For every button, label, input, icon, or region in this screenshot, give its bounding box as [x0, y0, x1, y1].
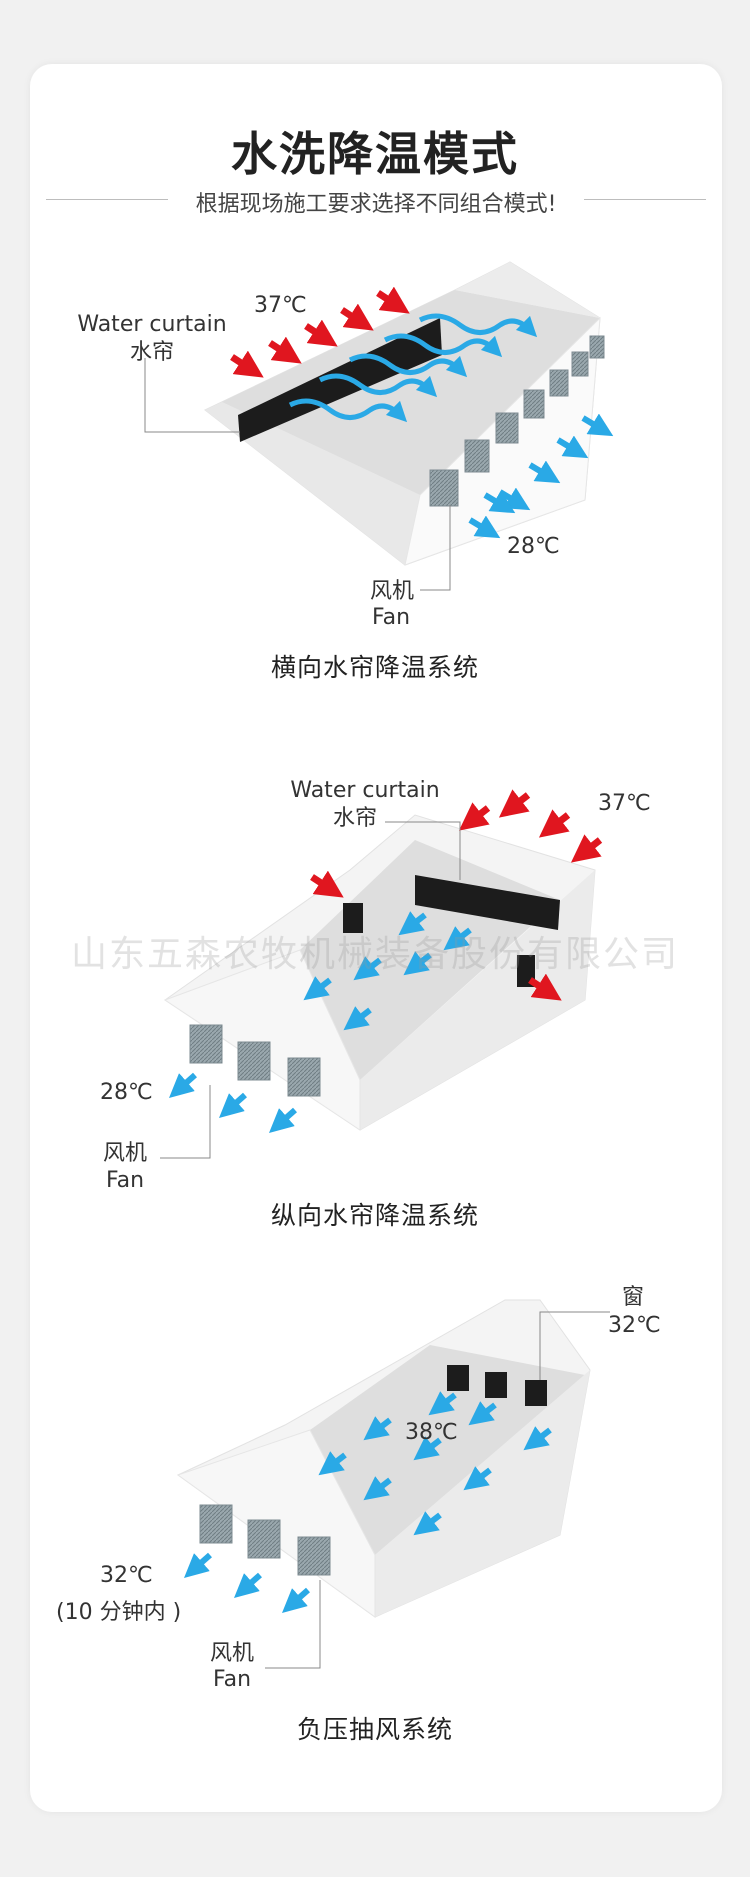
water-curtain-label-cn-1: 水帘	[129, 340, 174, 365]
fans-row-3	[199, 1504, 331, 1576]
fan-label-en-3: Fan	[213, 1667, 252, 1692]
temp-out-note: (10 分钟内 )	[56, 1600, 182, 1625]
cool-air-waves-1	[288, 313, 538, 423]
caption-2: 纵向水帘降温系统	[270, 1201, 479, 1230]
fans-row-1	[429, 335, 605, 507]
window-label: 窗	[622, 1285, 645, 1310]
exhaust-arrows-1	[468, 413, 614, 539]
hot-air-arrows-1	[230, 286, 410, 378]
temp-inside: 38℃	[405, 1420, 458, 1445]
fan-label-cn-2: 风机	[103, 1141, 148, 1166]
subtitle: 根据现场施工要求选择不同组合模式!	[195, 192, 557, 217]
divider-right	[584, 199, 706, 200]
fans-row-2	[189, 1024, 321, 1097]
temp-out-2: 28℃	[100, 1080, 153, 1105]
diagram-negative-pressure	[176, 1299, 610, 1669]
watermark: 山东五森农牧机械装备股份有限公司	[70, 934, 679, 975]
temp-out-1: 28℃	[507, 534, 560, 559]
hot-air-arrows-2	[310, 789, 603, 1001]
temp-window: 32℃	[608, 1313, 661, 1338]
fan-label-cn-1: 风机	[370, 579, 415, 604]
side-curtain-right	[517, 955, 535, 987]
fan-label-en-2: Fan	[106, 1168, 145, 1193]
water-curtain-1	[238, 318, 442, 442]
cool-air-arrows-3	[184, 1391, 552, 1613]
caption-3: 负压抽风系统	[296, 1715, 453, 1744]
water-curtain-label-en-2: Water curtain	[290, 778, 440, 803]
water-curtain-label-en-1: Water curtain	[77, 312, 227, 337]
temp-in-2: 37℃	[598, 791, 651, 816]
water-curtain-2	[415, 875, 560, 930]
divider-left	[46, 199, 168, 200]
subtitle-row: 根据现场施工要求选择不同组合模式!	[46, 180, 706, 220]
windows	[447, 1365, 547, 1406]
cool-air-arrows-2	[169, 911, 472, 1133]
temp-out-3: 32℃	[100, 1563, 153, 1588]
fan-label-en-1: Fan	[372, 605, 411, 630]
fan-label-cn-3: 风机	[210, 1641, 255, 1666]
water-curtain-label-cn-2: 水帘	[332, 806, 377, 831]
temp-in-1: 37℃	[254, 293, 307, 318]
diagram-cross-flow	[144, 261, 614, 591]
page-title: 水洗降温模式	[231, 127, 519, 181]
caption-1: 横向水帘降温系统	[270, 653, 479, 682]
side-curtain-left	[343, 903, 363, 933]
diagram-longitudinal-flow	[160, 789, 603, 1159]
